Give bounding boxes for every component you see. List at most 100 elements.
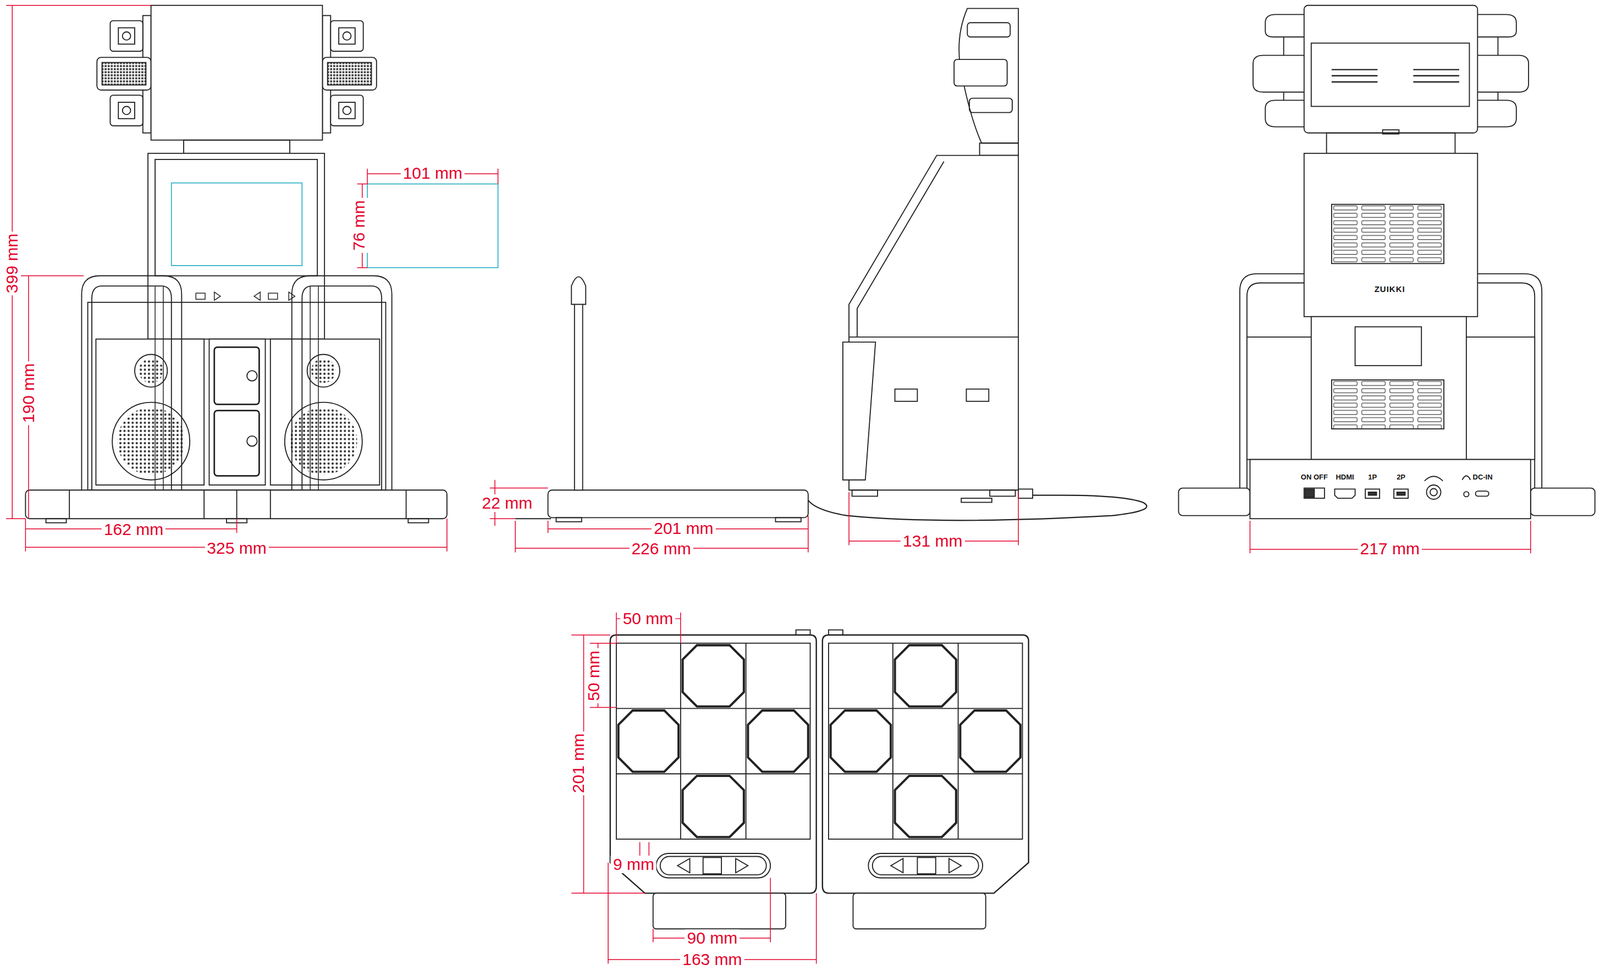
dance-pad-part [735,858,748,873]
back-view-part [1365,488,1380,499]
front-view-part [214,346,260,405]
handrail-part [155,285,164,490]
light-pod-part [102,62,147,86]
dimension-lines [6,5,1531,964]
side-view-part [848,155,1019,491]
side-view-part [989,489,1015,496]
front-view-part [151,5,323,141]
front-view-part [367,184,499,268]
front-view-part [208,339,266,485]
back-view-part [1331,69,1460,82]
front-view-part [291,276,393,491]
dimension-label: 399 mm [3,231,21,296]
front-view-part [138,358,164,384]
back-view-part [1304,5,1478,134]
back-view-part [1397,492,1406,496]
handrail-part [91,285,172,490]
back-view-part [1393,488,1409,499]
front-view-part [322,15,377,133]
front-view-part [69,489,406,519]
control-icons-part [268,293,278,300]
front-view-part [171,183,303,266]
side-view-part [895,389,918,402]
control-icons-part [195,293,206,300]
back-view-part [1304,153,1478,317]
light-pod-part [96,57,151,90]
light-pod-back-part [1253,55,1305,93]
side-view-part [555,517,582,522]
side-view-part [953,59,1008,86]
light-pod-part [122,31,131,41]
front-view-part [246,370,258,382]
side-view-part [571,276,586,305]
dance-pad-part [677,858,690,873]
dance-pad-part [653,892,786,929]
control-icons-part [214,291,221,301]
light-pod-back-part [1265,100,1305,127]
dimension-label: 76 mm [350,197,368,253]
side-view-part [966,389,990,402]
side-view-part [967,22,1011,37]
back-view-part [1331,379,1444,429]
dance-pad-part-part [618,710,679,772]
front-view-part [95,339,204,485]
side-view-part [852,489,878,496]
front-view-part [407,518,429,523]
dimension-lines-part [608,862,817,964]
side-view [515,8,1147,522]
front-view-part [147,153,325,340]
dance-pad-part [610,635,817,894]
side-view-part [515,517,551,520]
back-view-part [1334,488,1355,499]
dimension-label: 325 mm [204,539,269,557]
handrail-part [81,276,182,491]
dance-pad-part [618,644,809,837]
dance-pad-part [616,643,811,840]
front-view-part [117,407,185,475]
front-view-part [270,339,380,485]
back-view-part [1430,488,1438,496]
back-view-part [1326,133,1456,154]
side-view-part [842,341,876,480]
port-label: HDMI [1334,472,1355,480]
dimension-lines-part [6,5,152,520]
light-pod-back-part [1265,14,1305,37]
dance-pad-part [703,857,722,874]
dimension-label: 90 mm [685,929,741,947]
handrail [81,276,182,491]
light-pod-part [109,20,143,52]
dimension-label: 217 mm [1358,539,1422,558]
back-view-part [1305,488,1315,498]
side-view-part [969,98,1013,113]
dimension-label: 162 mm [101,520,166,539]
dimension-label: 101 mm [400,164,465,182]
back-view-part [1355,326,1422,366]
back-view-part [1461,475,1471,480]
control-icons [195,291,295,301]
dance-pad-part [655,853,771,879]
front-view-part [214,410,260,477]
side-view-part [961,498,992,502]
port-label: 1P [1367,472,1378,480]
front-view-part [284,402,363,480]
dimension-label: 131 mm [900,532,965,550]
back-view-part [1426,484,1442,500]
back-view-part [1368,492,1377,496]
dance-pad-part [796,630,811,636]
front-view-part [87,302,386,490]
back-view-part [1424,476,1443,481]
front-view-part [307,354,340,387]
back-view-part [1382,129,1400,134]
dimension-label: 201 mm [569,731,588,796]
dance-pad-part [660,856,767,875]
dance-pad-part [616,643,811,840]
front-view-part [183,140,290,154]
dance-pad [610,630,817,930]
back-view-part [1331,204,1444,264]
dimension-label: 9 mm [610,855,657,874]
light-pod [96,15,151,133]
back-view-part [1311,42,1470,107]
back-view-part [1304,488,1325,499]
